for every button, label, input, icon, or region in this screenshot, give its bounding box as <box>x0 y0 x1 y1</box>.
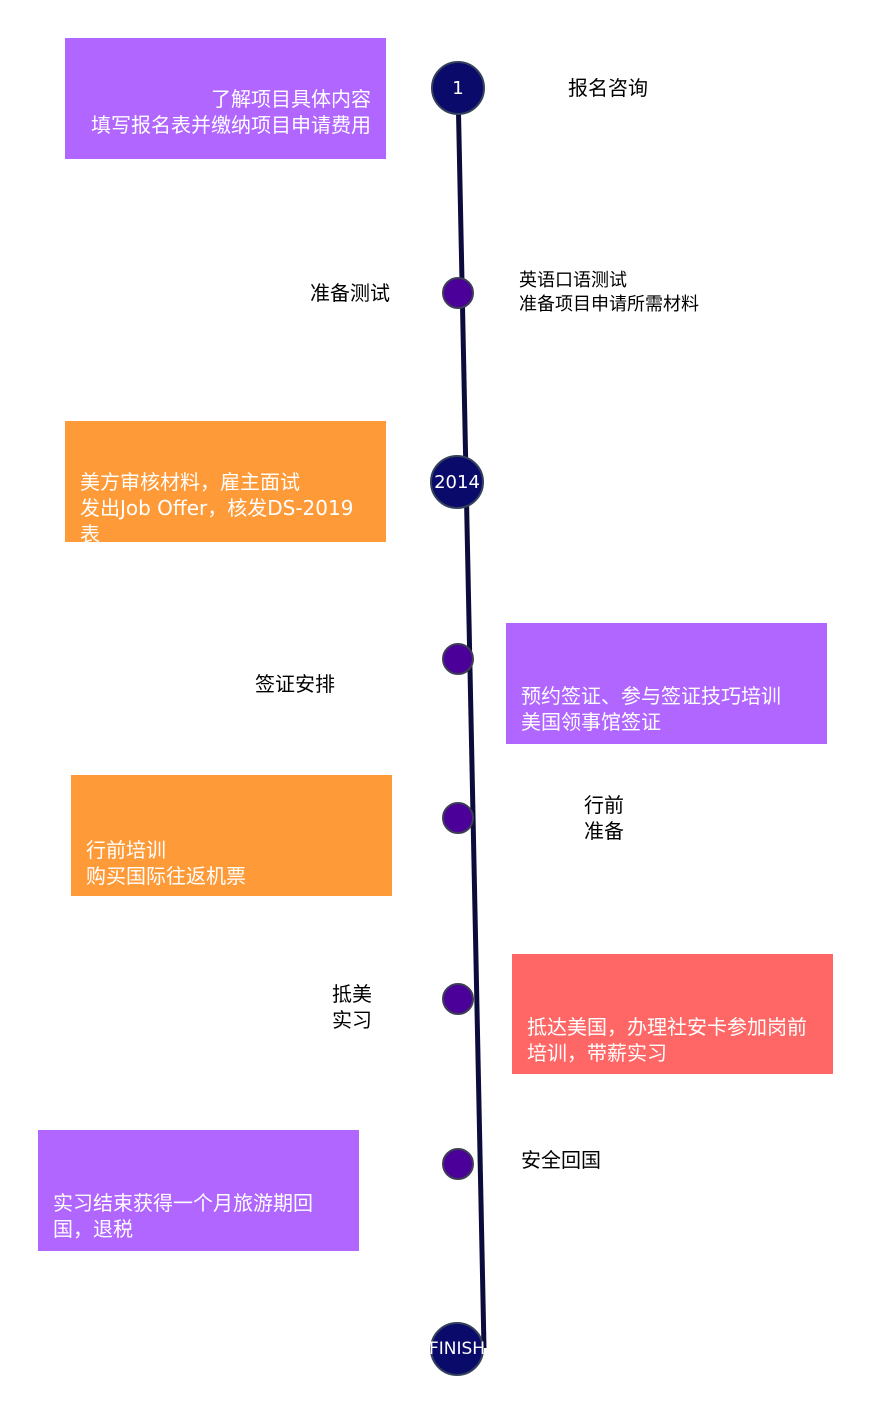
step-6-detail-text: 抵达美国，办理社安卡参加岗前培训，带薪实习 <box>527 1015 807 1065</box>
step-3-detail-box: 美方审核材料，雇主面试 发出Job Offer，核发DS-2019表 <box>65 421 386 546</box>
step-2-title: 准备测试 <box>310 281 390 305</box>
finish-node: FINISH <box>428 1322 486 1376</box>
step-2-node <box>442 277 474 309</box>
step-6-node <box>442 983 474 1015</box>
step-7-detail-box: 实习结束获得一个月旅游期回国，退税 <box>38 1130 359 1251</box>
step-4-title: 签证安排 <box>255 672 335 696</box>
year-node-label: 2014 <box>434 471 480 493</box>
step-3-detail-text: 美方审核材料，雇主面试 发出Job Offer，核发DS-2019表 <box>80 470 354 546</box>
step-4-detail-box: 预约签证、参与签证技巧培训 美国领事馆签证 <box>506 623 827 744</box>
step-1-detail-box: 了解项目具体内容 填写报名表并缴纳项目申请费用 <box>65 38 386 159</box>
step-6-title: 抵美 实习 <box>332 982 372 1032</box>
year-node: 2014 <box>430 455 484 509</box>
start-node-label: 1 <box>452 77 464 99</box>
start-node: 1 <box>431 61 485 115</box>
step-5-title: 行前 准备 <box>584 793 624 843</box>
step-5-detail-text: 行前培训 购买国际往返机票 <box>86 838 246 888</box>
step-7-title: 安全回国 <box>521 1148 601 1172</box>
step-7-node <box>442 1148 474 1180</box>
step-7-detail-text: 实习结束获得一个月旅游期回国，退税 <box>53 1191 313 1241</box>
step-6-detail-box: 抵达美国，办理社安卡参加岗前培训，带薪实习 <box>512 954 833 1074</box>
step-5-detail-box: 行前培训 购买国际往返机票 <box>71 775 392 896</box>
step-4-node <box>442 643 474 675</box>
step-5-node <box>442 802 474 834</box>
step-2-detail-text: 英语口语测试 准备项目申请所需材料 <box>519 270 699 315</box>
finish-node-label: FINISH <box>428 1339 486 1359</box>
step-1-title: 报名咨询 <box>568 76 648 100</box>
step-4-detail-text: 预约签证、参与签证技巧培训 美国领事馆签证 <box>521 684 781 734</box>
step-1-detail-text: 了解项目具体内容 填写报名表并缴纳项目申请费用 <box>91 87 371 137</box>
